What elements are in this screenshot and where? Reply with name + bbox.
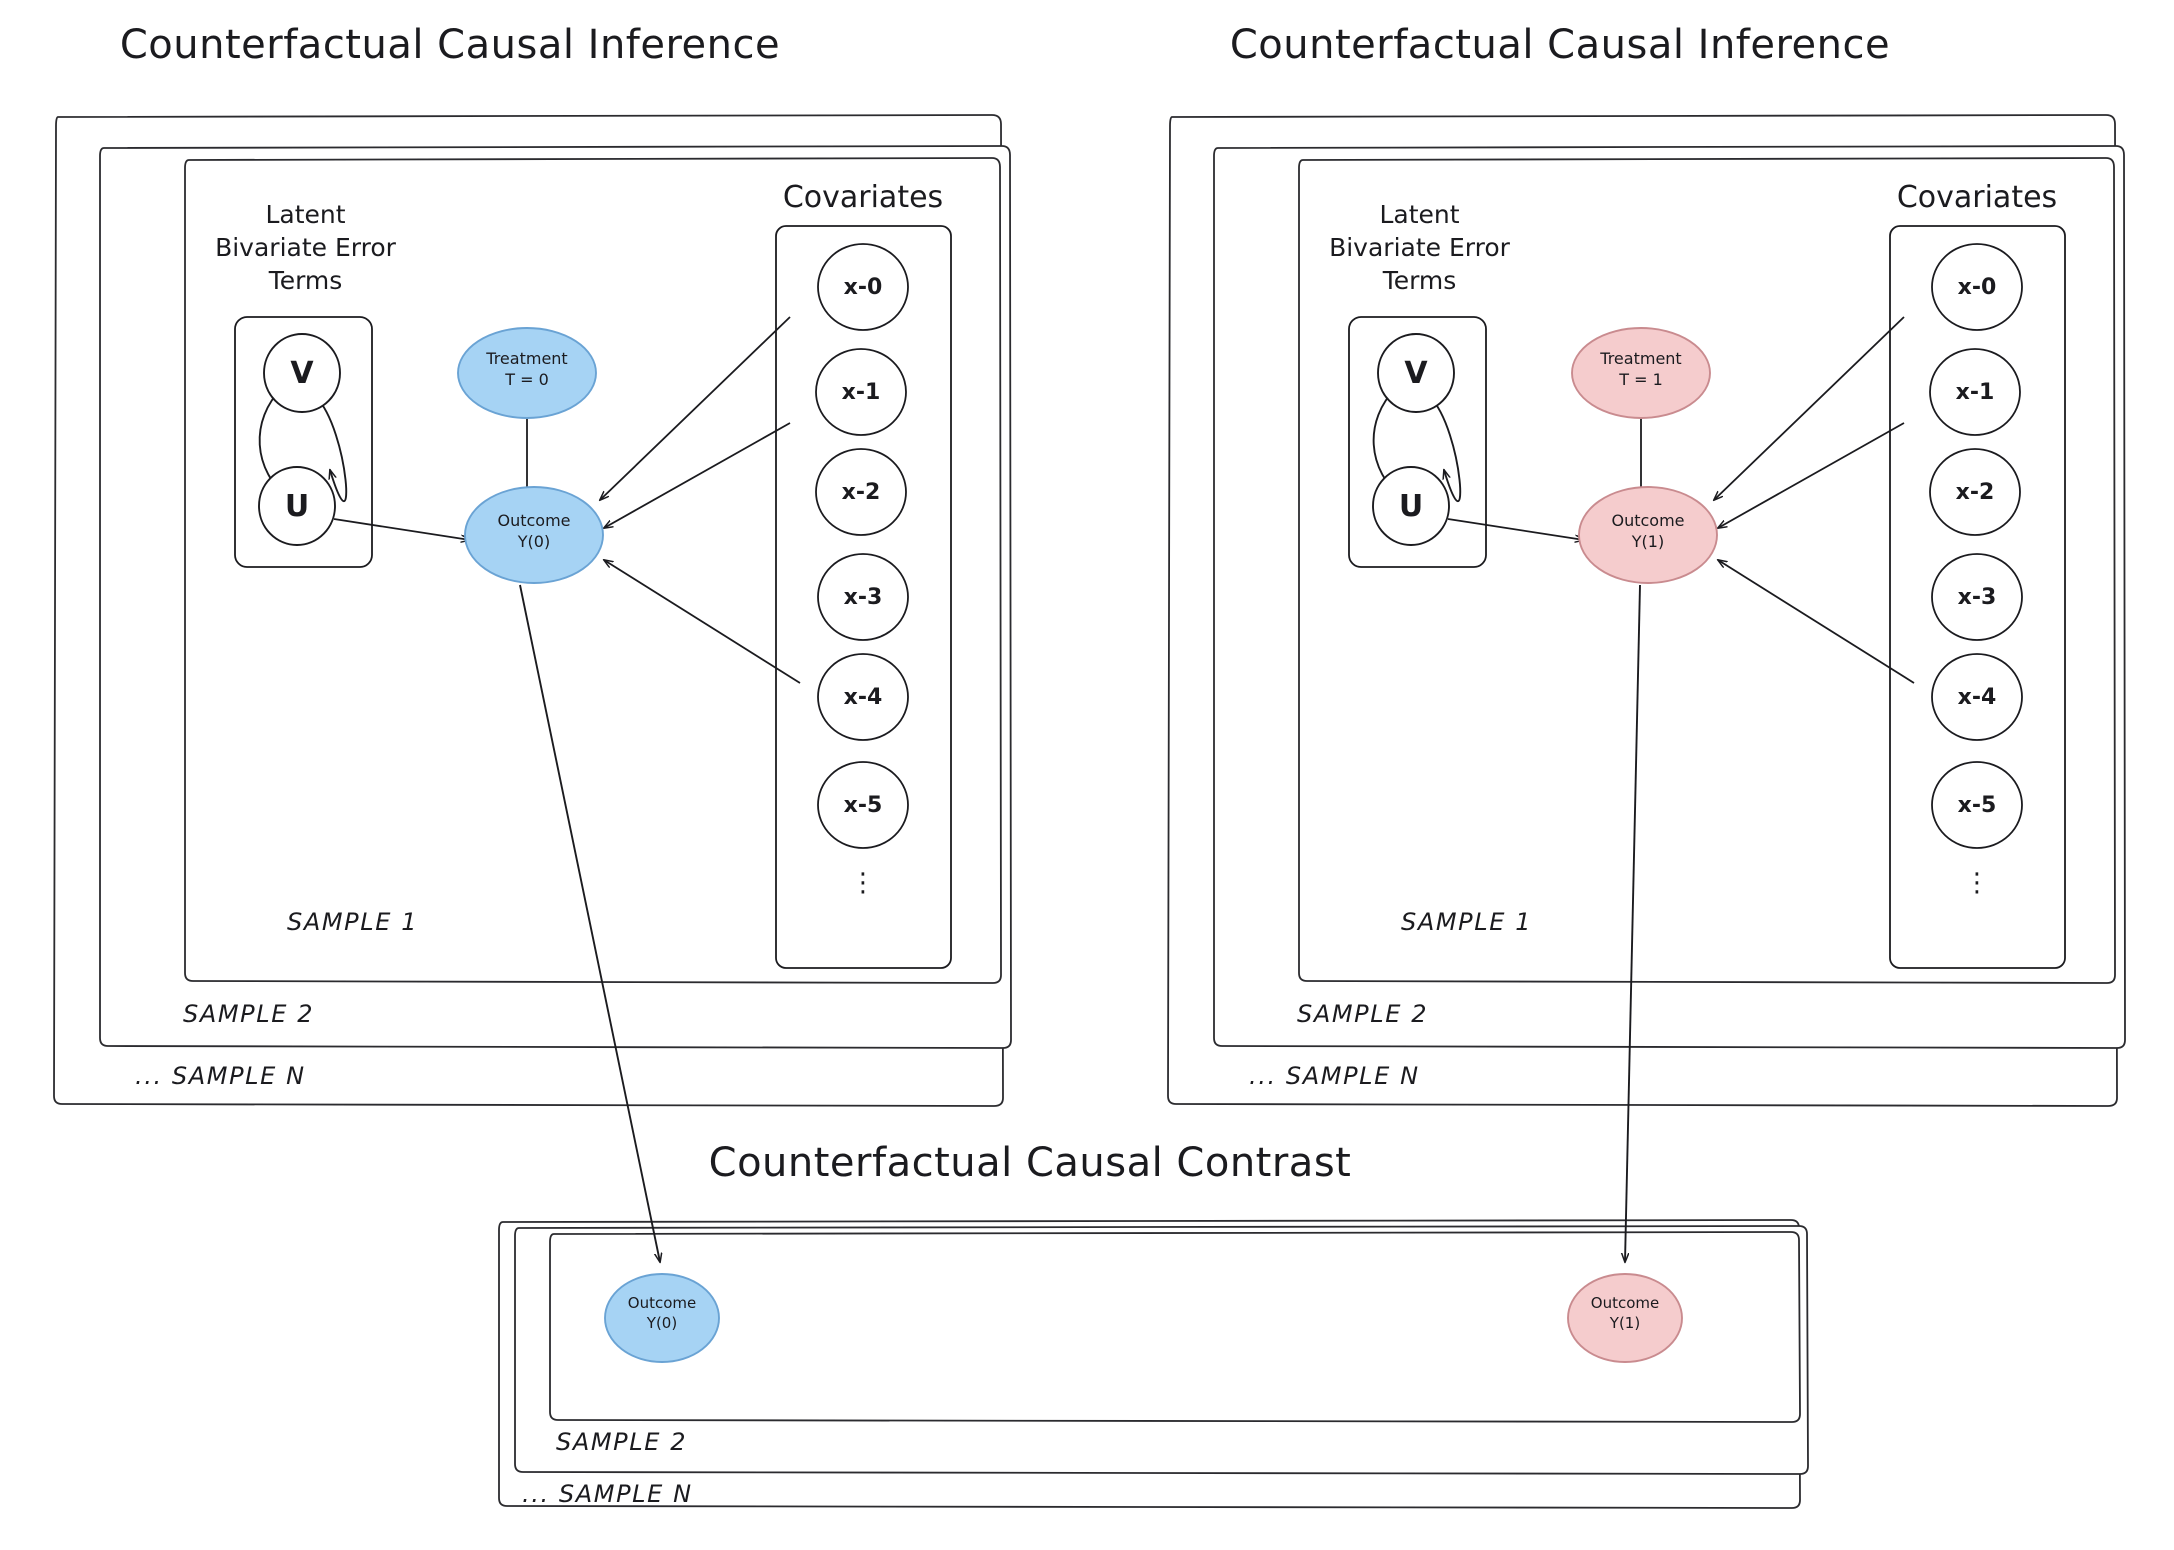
edge-outcome-control-to-contrast [519,584,660,1262]
node-V-control[interactable] [263,333,341,413]
node-contrast-outcome-treated[interactable] [1567,1273,1683,1363]
latent-label-line-3: Terms [268,266,343,295]
edge-outcome-treated-to-contrast [1625,584,1641,1262]
covariate-node-x-1-control[interactable] [815,348,907,436]
sample-label-2-treated: SAMPLE 2 [1297,1000,1429,1028]
latent-label-line-2-treated: Bivariate Error [1329,233,1510,262]
node-treatment-treated[interactable] [1571,327,1711,419]
contrast-sample-label-n: ... SAMPLE N [522,1480,693,1508]
latent-terms-label-control: Latent Bivariate Error Terms [213,198,398,297]
sample-label-n-control: ... SAMPLE N [135,1062,306,1090]
covariate-nodes-control [815,243,909,849]
covariates-ellipsis-treated: ⋮ [1962,868,1992,898]
sample-label-1-control: SAMPLE 1 [287,908,419,936]
covariate-node-x-5-treated[interactable] [1931,761,2023,849]
latent-label-line-3-treated: Terms [1382,266,1457,295]
node-outcome-control[interactable] [464,486,604,584]
covariate-node-x-2-control[interactable] [815,448,907,536]
edge-U-outcome-control [333,518,470,540]
sample-label-1-treated: SAMPLE 1 [1401,908,1533,936]
covariates-label-control: Covariates [782,180,944,215]
covariates-label-treated: Covariates [1896,180,2058,215]
covariates-ellipsis-control: ⋮ [848,868,878,898]
covariate-node-x-2-treated[interactable] [1929,448,2021,536]
sample-label-2-control: SAMPLE 2 [183,1000,315,1028]
covariate-node-x-0-control[interactable] [817,243,909,331]
node-U-control[interactable] [258,466,336,546]
panel-title-treated: Counterfactual Causal Inference [1229,22,1891,68]
node-U-treated[interactable] [1372,466,1450,546]
sample-label-n-treated: ... SAMPLE N [1249,1062,1420,1090]
node-outcome-treated[interactable] [1578,486,1718,584]
latent-label-line-2: Bivariate Error [215,233,396,262]
latent-label-line-1: Latent [265,200,346,229]
edge-U-outcome-treated [1447,518,1584,540]
contrast-sample-label-2: SAMPLE 2 [556,1428,688,1456]
contrast-frames [498,1219,1809,1509]
covariate-edges-treated [1714,316,1915,684]
covariate-node-x-4-control[interactable] [817,653,909,741]
covariate-node-x-4-treated[interactable] [1931,653,2023,741]
latent-label-line-1-treated: Latent [1379,200,1460,229]
node-V-treated[interactable] [1377,333,1455,413]
covariate-node-x-3-control[interactable] [817,553,909,641]
frame-contrast-sample-1 [549,1231,1801,1423]
covariate-node-x-0-treated[interactable] [1931,243,2023,331]
node-treatment-control[interactable] [457,327,597,419]
latent-terms-label-treated: Latent Bivariate Error Terms [1327,198,1512,297]
node-contrast-outcome-control[interactable] [604,1273,720,1363]
covariate-edges-control [600,316,801,684]
contrast-title: Counterfactual Causal Contrast [708,1140,1352,1186]
covariate-nodes-treated [1929,243,2023,849]
covariate-node-x-3-treated[interactable] [1931,553,2023,641]
covariate-node-x-5-control[interactable] [817,761,909,849]
covariate-node-x-1-treated[interactable] [1929,348,2021,436]
panel-title-control: Counterfactual Causal Inference [119,22,781,68]
